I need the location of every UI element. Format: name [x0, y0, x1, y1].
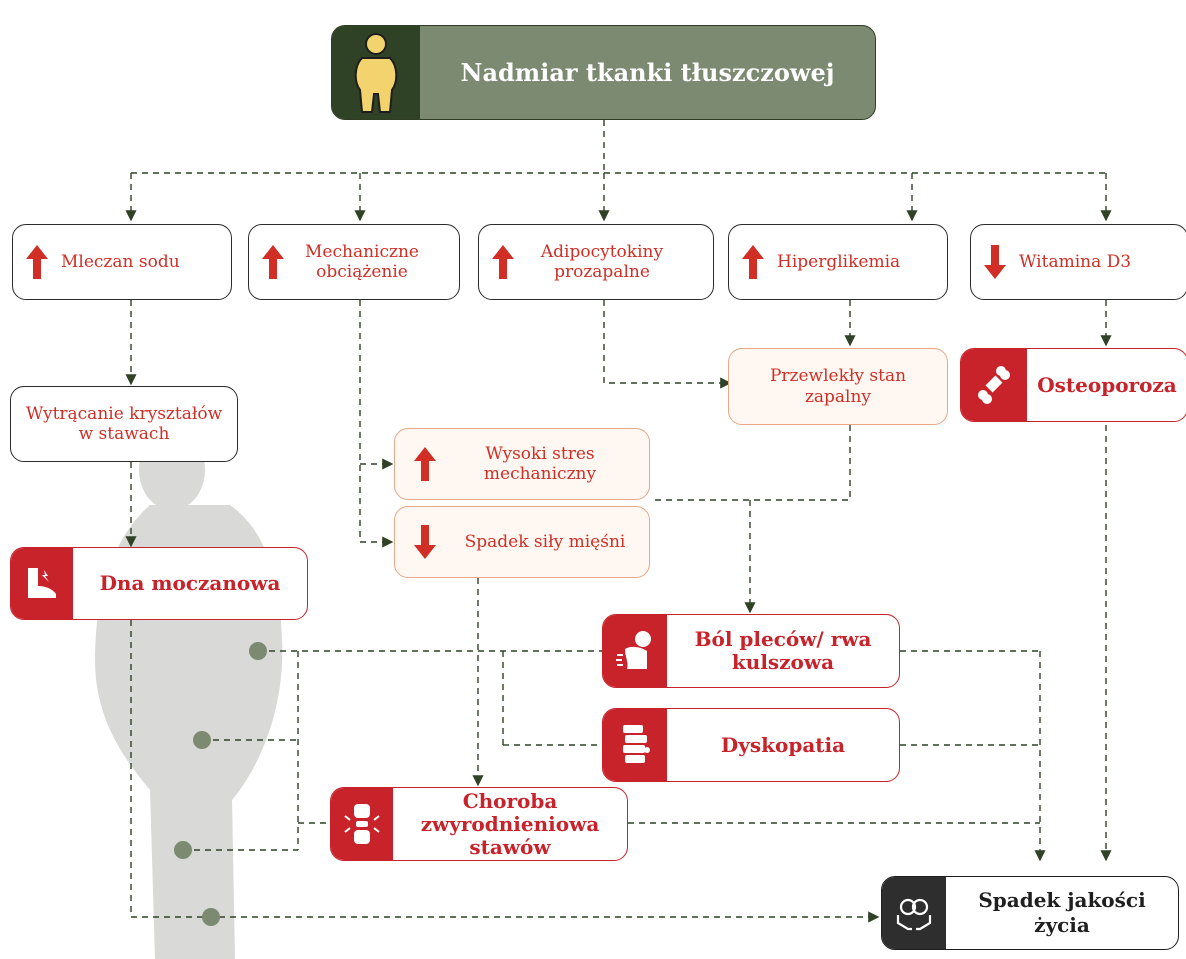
factor-hyperglycemia: Hiperglikemia [728, 224, 948, 300]
disease-gout: Dna moczanowa [10, 547, 308, 620]
node-muscle-strength-loss: Spadek siły mięśni [394, 506, 650, 578]
care-hands-icon [882, 877, 946, 949]
arrow-down-icon [395, 525, 455, 559]
gout-foot-icon [11, 548, 73, 619]
joint-dot-foot [202, 908, 220, 926]
arrow-up-icon [13, 245, 61, 279]
bone-icon [961, 349, 1027, 421]
node-crystal-precipitation: Wytrącanie kryształów w stawach [10, 386, 238, 462]
disease-osteoporosis: Osteoporoza [960, 348, 1186, 422]
arrow-up-icon [395, 447, 455, 481]
node-high-mechanical-stress: Wysoki stres mechaniczny [394, 428, 650, 500]
factor-adipocytokines: Adipocytokiny prozapalne [478, 224, 714, 300]
disease-osteoarthritis: Choroba zwyrodnieniowa stawów [330, 787, 628, 861]
factor-label: Adipocytokiny prozapalne [540, 241, 664, 282]
factor-label: Witamina D3 [1019, 251, 1132, 272]
top-node-label: Nadmiar tkanki tłuszczowej [460, 58, 835, 87]
factor-label: Hiperglikemia [777, 251, 901, 272]
node-chronic-inflammation: Przewlekły stan zapalny [728, 348, 948, 425]
arrow-down-icon [971, 245, 1019, 279]
arrow-up-icon [249, 245, 297, 279]
factor-label: Mechaniczne obciążenie [305, 241, 419, 282]
final-node: Spadek jakości życia [881, 876, 1179, 950]
factor-mechanical-load: Mechaniczne obciążenie [248, 224, 460, 300]
person-icon [332, 26, 420, 119]
joint-dot-hip [249, 642, 267, 660]
joint-dot-spine [193, 731, 211, 749]
disease-back-pain-sciatica: Ból pleców/ rwa kulszowa [602, 614, 900, 688]
disease-discopathy: Dyskopatia [602, 708, 900, 782]
factor-vitamin-d3: Witamina D3 [970, 224, 1186, 300]
back-pain-icon [603, 615, 667, 687]
factor-label: Mleczan sodu [61, 251, 180, 272]
factor-sodium-urate: Mleczan sodu [12, 224, 232, 300]
top-node: Nadmiar tkanki tłuszczowej [331, 25, 876, 120]
arrow-up-icon [479, 245, 527, 279]
spine-icon [603, 709, 667, 781]
knee-joint-icon [331, 788, 393, 860]
joint-dot-knee [174, 841, 192, 859]
arrow-up-icon [729, 245, 777, 279]
